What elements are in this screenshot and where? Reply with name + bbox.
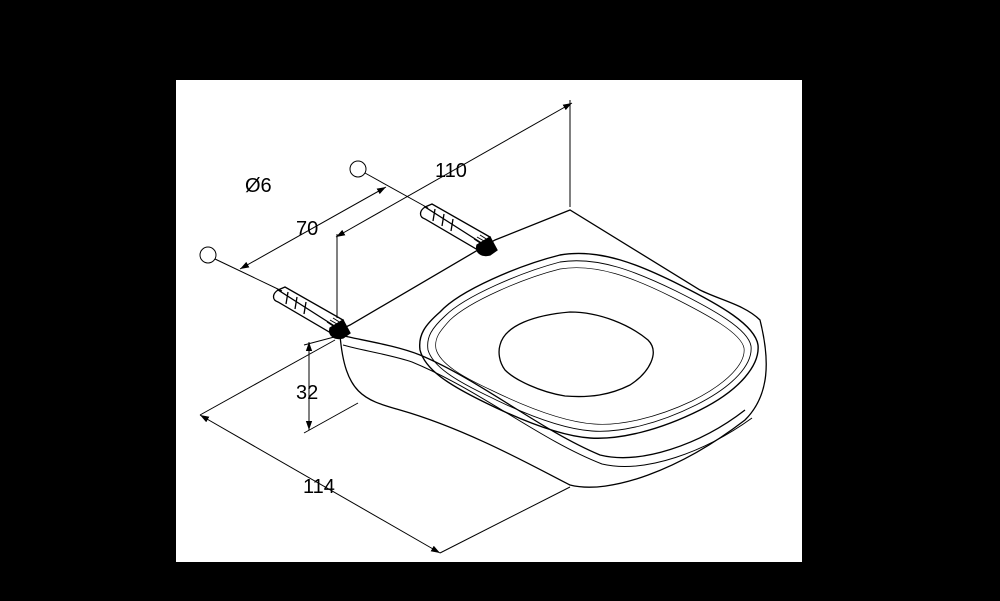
- depth-label: 110: [435, 160, 467, 182]
- dimension-lines: [199, 100, 573, 554]
- spacing-label: 70: [296, 218, 318, 240]
- wall-plug-left: [272, 286, 351, 340]
- width-label: 114: [303, 476, 335, 498]
- diameter-label: Ø6: [245, 175, 272, 197]
- recessed-tray: [418, 252, 759, 439]
- height-label: 32: [296, 382, 318, 404]
- shelf-body: [339, 209, 767, 488]
- wall-plug-right: [419, 203, 498, 257]
